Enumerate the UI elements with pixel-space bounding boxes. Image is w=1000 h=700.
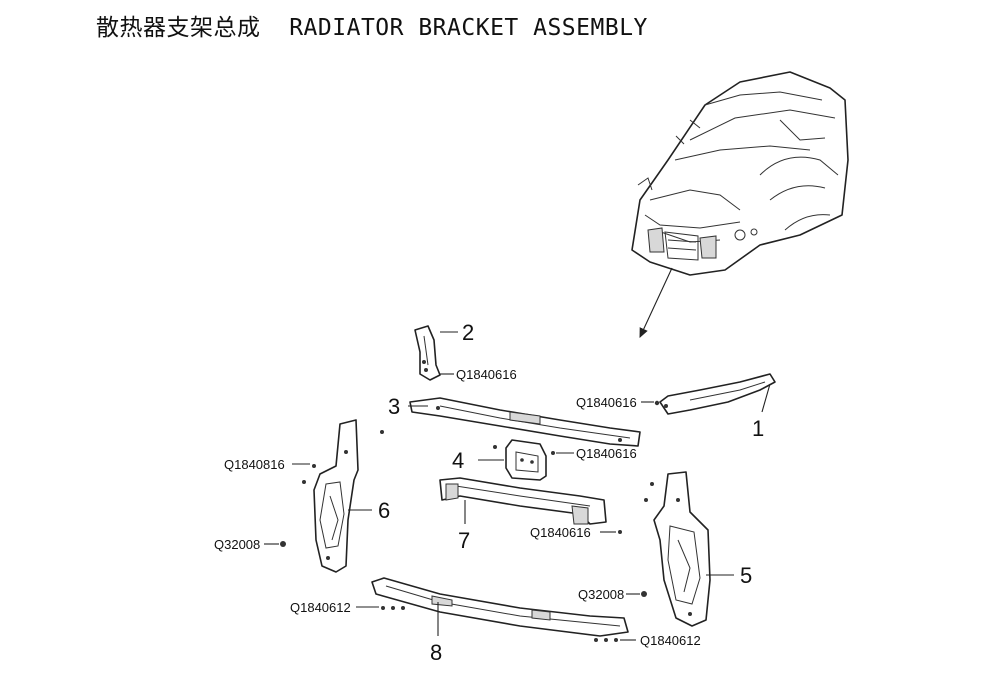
bolt-icon [312,464,316,468]
label-q1840612-b: Q1840612 [640,633,701,648]
bolt-icon [380,430,384,434]
page-title: 散热器支架总成 RADIATOR BRACKET ASSEMBLY [96,8,648,42]
callout-1: 1 [752,416,764,441]
nut-icon [280,541,286,547]
label-q32008-a: Q32008 [214,537,260,552]
bolt-icon [401,606,405,610]
label-q1840616-d: Q1840616 [530,525,591,540]
bolt-icon [618,530,622,534]
callout-8: 8 [430,640,442,665]
part-1-upper-rail: 1 [659,373,776,441]
bolt-icon [551,451,555,455]
bolt-icon [614,638,618,642]
bolt-icon [391,606,395,610]
label-q32008-b: Q32008 [578,587,624,602]
label-q1840616-b: Q1840616 [576,395,637,410]
title-cn: 散热器支架总成 [96,15,261,41]
bolt-icon [493,445,497,449]
bolt-icon [422,360,426,364]
bolt-icon [650,482,654,486]
part-2-upper-bracket: 2 [414,320,474,381]
part-4-center-bracket: 4 [452,439,547,481]
nut-icon [641,591,647,597]
label-q1840616-a: Q1840616 [456,367,517,382]
label-q1840816: Q1840816 [224,457,285,472]
bolt-icon [302,480,306,484]
part-3-upper-crossmember: 3 [388,394,641,447]
callout-4: 4 [452,448,464,473]
callout-2: 2 [462,320,474,345]
bolt-icon [381,606,385,610]
label-q1840612-a: Q1840612 [290,600,351,615]
part-8-lower-crossmember: 8 [371,577,629,665]
vehicle-illustration [631,71,849,338]
bolt-icon [644,498,648,502]
title-en: RADIATOR BRACKET ASSEMBLY [289,15,648,41]
bolt-icon [604,638,608,642]
part-7-middle-crossmember: 7 [439,477,607,553]
callout-5: 5 [740,563,752,588]
bolt-icon [594,638,598,642]
part-6-left-side-panel: 6 [313,419,390,573]
callout-3: 3 [388,394,400,419]
callout-7: 7 [458,528,470,553]
bolt-icon [654,400,660,406]
label-q1840616-c: Q1840616 [576,446,637,461]
part-5-right-side-panel: 5 [653,471,752,627]
callout-6: 6 [378,498,390,523]
